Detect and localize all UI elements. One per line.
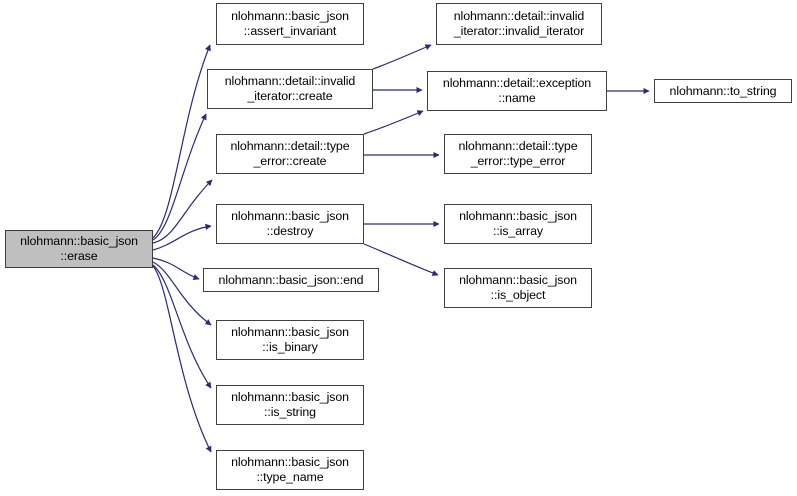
graph-node-invalid_iterator[interactable]: nlohmann::detail::invalid _iterator::inv… — [436, 3, 602, 45]
graph-node-label: nlohmann::basic_json ::is_array — [459, 209, 577, 238]
graph-node-is_binary[interactable]: nlohmann::basic_json ::is_binary — [216, 320, 364, 360]
graph-node-label: nlohmann::detail::type _error::type_erro… — [458, 139, 578, 168]
graph-node-exception_name[interactable]: nlohmann::detail::exception ::name — [427, 71, 607, 111]
graph-node-erase[interactable]: nlohmann::basic_json ::erase — [5, 230, 153, 268]
graph-node-label: nlohmann::detail::invalid _iterator::cre… — [224, 74, 356, 103]
graph-node-end[interactable]: nlohmann::basic_json::end — [203, 268, 379, 292]
graph-node-label: nlohmann::basic_json::end — [218, 272, 364, 287]
graph-node-label: nlohmann::basic_json ::destroy — [231, 209, 349, 238]
graph-node-label: nlohmann::basic_json ::assert_invariant — [231, 9, 349, 38]
graph-edge — [152, 265, 212, 453]
graph-edge — [152, 257, 200, 280]
graph-node-te_create[interactable]: nlohmann::detail::type _error::create — [216, 134, 364, 174]
graph-node-label: nlohmann::basic_json ::erase — [20, 234, 138, 263]
graph-node-type_error[interactable]: nlohmann::detail::type _error::type_erro… — [444, 134, 592, 174]
graph-node-assert_invariant[interactable]: nlohmann::basic_json ::assert_invariant — [216, 3, 364, 45]
graph-node-label: nlohmann::basic_json ::is_string — [231, 390, 349, 419]
graph-edge — [363, 110, 424, 135]
graph-node-is_array[interactable]: nlohmann::basic_json ::is_array — [444, 204, 592, 244]
graph-edge — [152, 223, 212, 251]
graph-node-ii_create[interactable]: nlohmann::detail::invalid _iterator::cre… — [207, 69, 373, 109]
graph-node-label: nlohmann::basic_json ::is_binary — [231, 325, 349, 354]
graph-node-label: nlohmann::detail::invalid _iterator::inv… — [453, 9, 585, 38]
graph-node-label: nlohmann::to_string — [669, 83, 777, 98]
graph-node-is_object[interactable]: nlohmann::basic_json ::is_object — [444, 268, 592, 308]
graph-node-label: nlohmann::detail::exception ::name — [442, 76, 592, 105]
graph-edge — [152, 179, 213, 244]
graph-node-is_string[interactable]: nlohmann::basic_json ::is_string — [216, 385, 364, 425]
graph-edge — [152, 113, 207, 241]
graph-node-label: nlohmann::basic_json ::is_object — [459, 273, 577, 302]
graph-node-label: nlohmann::detail::type _error::create — [230, 139, 350, 168]
graph-edge — [152, 44, 211, 239]
graph-node-type_name[interactable]: nlohmann::basic_json ::type_name — [216, 450, 364, 490]
graph-node-to_string[interactable]: nlohmann::to_string — [654, 79, 792, 103]
graph-edge — [372, 44, 432, 70]
graph-node-destroy[interactable]: nlohmann::basic_json ::destroy — [216, 204, 364, 244]
graph-node-label: nlohmann::basic_json ::type_name — [231, 455, 349, 484]
